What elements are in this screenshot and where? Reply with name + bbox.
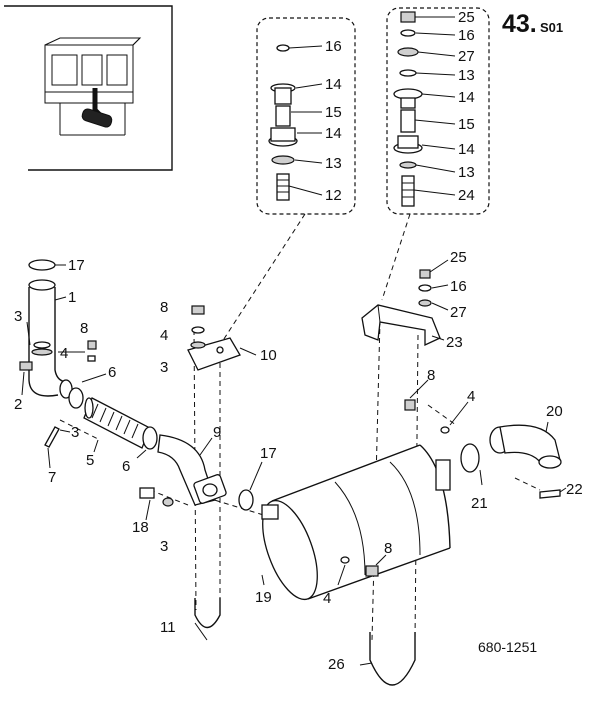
left-mount-stack <box>268 44 298 201</box>
callout-27-right-stack: 27 <box>458 48 475 65</box>
bracket-plate <box>187 337 241 371</box>
callout-8-silencer: 8 <box>384 540 392 557</box>
callout-17-inlet: 17 <box>68 257 85 274</box>
callout-8-inlet: 8 <box>80 320 88 337</box>
callout-11: 11 <box>160 619 176 636</box>
callout-14-right-stack-lower: 14 <box>458 141 475 158</box>
callout-16-left-stack: 16 <box>325 38 342 55</box>
callout-20: 20 <box>546 403 563 420</box>
callout-5: 5 <box>86 452 94 469</box>
u-bolt-11 <box>194 598 221 629</box>
callout-10: 10 <box>260 347 277 364</box>
outlet-pipe <box>460 424 562 473</box>
stack-leader-lines <box>288 16 456 196</box>
inlet-pipe <box>19 259 73 399</box>
callout-3-lower: 3 <box>160 538 168 555</box>
callout-25-right-stack: 25 <box>458 9 475 26</box>
callout-4-silencer: 4 <box>323 590 331 607</box>
callout-14-right-stack-upper: 14 <box>458 89 475 106</box>
callout-2: 2 <box>14 396 22 413</box>
callout-26: 26 <box>328 656 345 673</box>
callout-14-left-stack-lower: 14 <box>325 125 342 142</box>
callout-16-bracket: 16 <box>450 278 467 295</box>
callout-8-plate: 8 <box>160 299 168 316</box>
callout-14-left-stack-upper: 14 <box>325 76 342 93</box>
locator-inset <box>4 5 173 171</box>
callout-15-left-stack: 15 <box>325 104 342 121</box>
callout-22: 22 <box>566 481 583 498</box>
callout-24-right-stack: 24 <box>458 187 475 204</box>
elbow-pipe <box>157 434 227 506</box>
callout-12-left-stack: 12 <box>325 187 342 204</box>
callout-3-flex: 3 <box>71 424 79 441</box>
callout-19: 19 <box>255 589 272 606</box>
callout-16-right-stack: 16 <box>458 27 475 44</box>
callout-15-right-stack: 15 <box>458 116 475 133</box>
right-mount-stack <box>393 11 423 207</box>
callout-13-right-stack-upper: 13 <box>458 67 475 84</box>
callout-13-right-stack-lower: 13 <box>458 164 475 181</box>
main-leader-lines <box>21 259 567 666</box>
small-hardware <box>44 269 561 577</box>
callout-3-plate: 3 <box>160 359 168 376</box>
callout-6-upper: 6 <box>108 364 116 381</box>
clamp-ring-17 <box>238 489 254 511</box>
bracket <box>361 304 441 347</box>
callout-18: 18 <box>132 519 149 536</box>
mount-stack-box-left <box>256 17 356 215</box>
section-number: 43. <box>502 10 537 38</box>
callout-21: 21 <box>471 495 488 512</box>
section-suffix: S01 <box>540 20 563 35</box>
callout-17-silencer: 17 <box>260 445 277 462</box>
callout-1: 1 <box>68 289 76 306</box>
vehicle-locator-sketch <box>44 37 142 136</box>
u-bolt-26 <box>369 632 416 686</box>
callout-25-bracket: 25 <box>450 249 467 266</box>
mount-stack-box-right <box>386 7 490 215</box>
drawing-number: 680-1251 <box>478 639 537 655</box>
silencer <box>261 444 455 601</box>
callout-4-plate: 4 <box>160 327 168 344</box>
callout-3-inlet: 3 <box>14 308 22 325</box>
callout-4-inlet: 4 <box>60 345 68 362</box>
assembly-dashed-lines <box>59 213 541 641</box>
callout-23: 23 <box>446 334 463 351</box>
flex-pipe <box>68 387 158 450</box>
callout-7: 7 <box>48 469 56 486</box>
callout-6-lower: 6 <box>122 458 130 475</box>
callout-27-bracket: 27 <box>450 304 467 321</box>
callout-13-left-stack: 13 <box>325 155 342 172</box>
callout-4-outlet: 4 <box>467 388 475 405</box>
callout-8-bracket: 8 <box>427 367 435 384</box>
callout-9: 9 <box>213 424 221 441</box>
